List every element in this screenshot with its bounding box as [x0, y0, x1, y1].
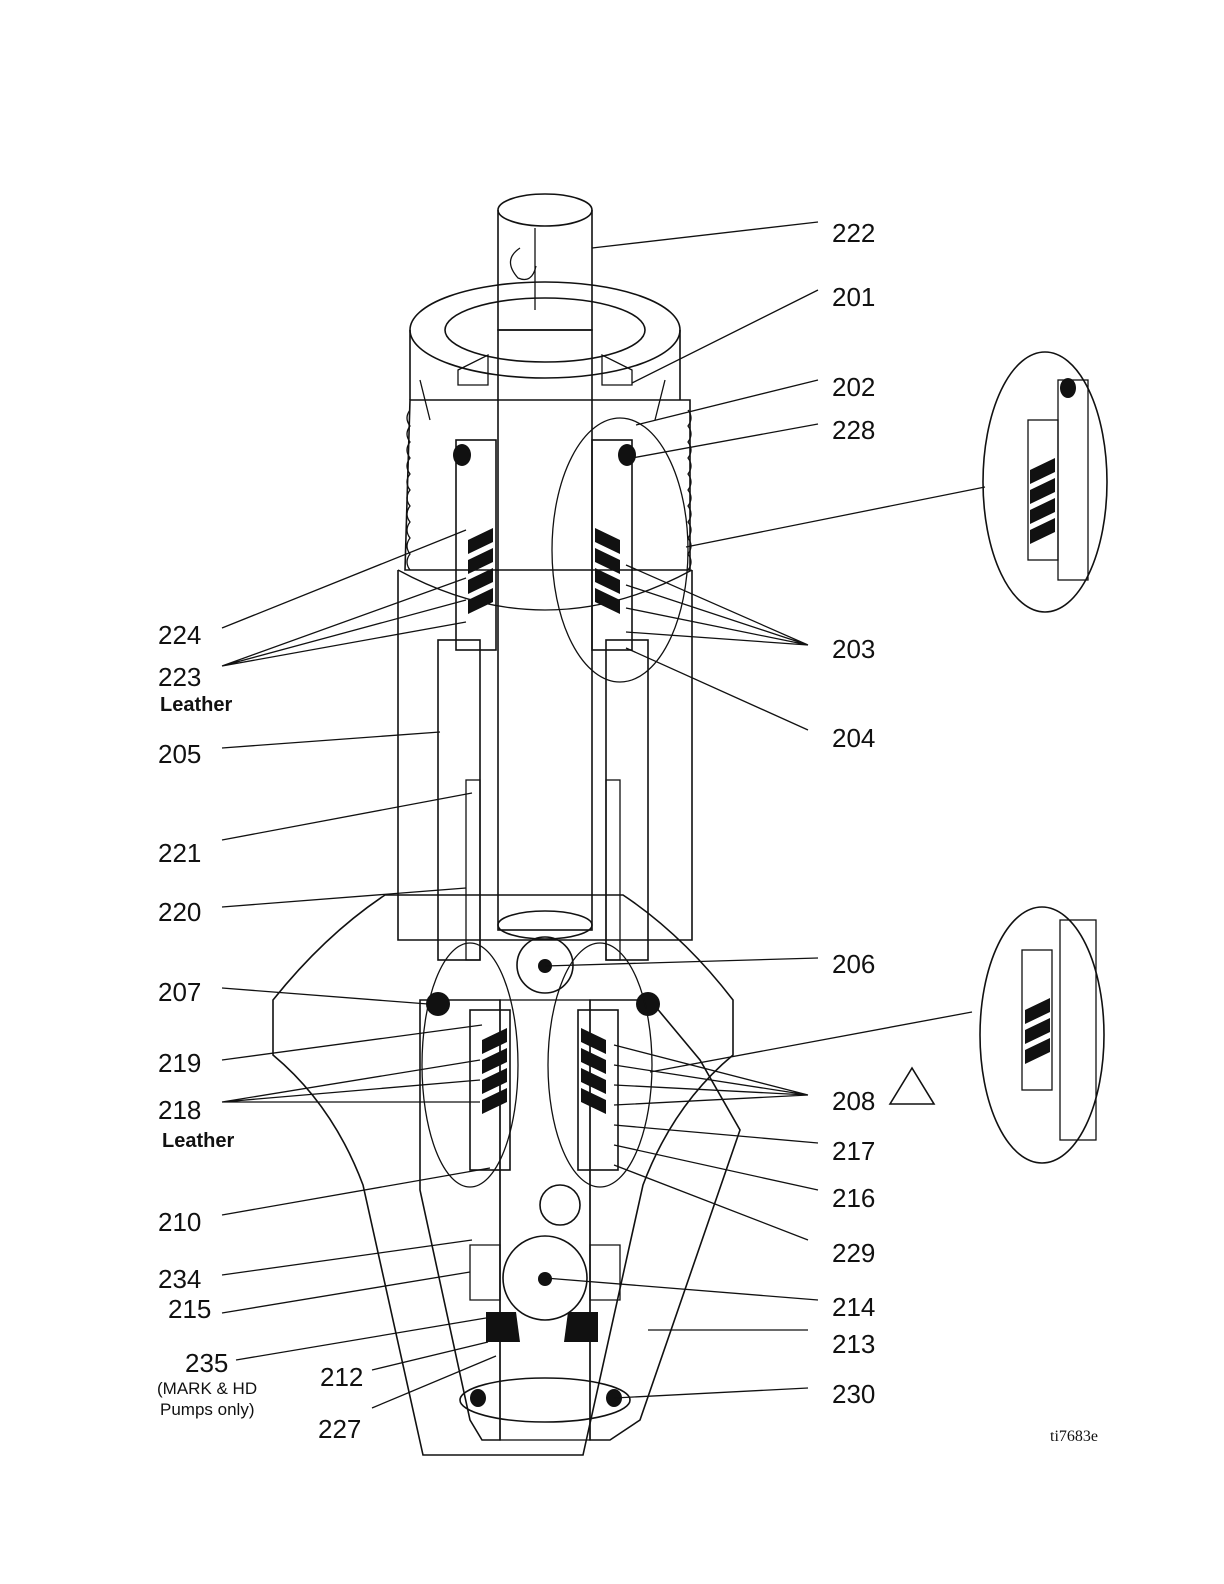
callout-228: 228: [832, 415, 875, 445]
callout-202: 202: [832, 372, 875, 402]
callout-numbers: 222 201 202 228 203 204 224 223 Leather …: [157, 218, 1098, 1445]
leather-note-218: Leather: [162, 1130, 234, 1152]
callout-201: 201: [832, 282, 875, 312]
callout-220: 220: [158, 897, 201, 927]
callout-222: 222: [832, 218, 875, 248]
callout-210: 210: [158, 1207, 201, 1237]
mark-hd-note-line2: Pumps only): [160, 1400, 254, 1419]
callout-218: 218: [158, 1095, 201, 1125]
callout-217: 217: [832, 1136, 875, 1166]
callout-208: 208: [832, 1086, 875, 1116]
leather-note-223: Leather: [160, 694, 232, 716]
callout-203: 203: [832, 634, 875, 664]
figure-id: ti7683e: [1050, 1428, 1098, 1445]
pump-artwork: [273, 194, 740, 1455]
detail-inset-lower: [980, 907, 1104, 1163]
intake-seat: [460, 1245, 630, 1422]
callout-223: 223: [158, 662, 201, 692]
callout-205: 205: [158, 739, 201, 769]
callout-204: 204: [832, 723, 875, 753]
displacement-rod: [498, 194, 592, 330]
callout-214: 214: [832, 1292, 875, 1322]
detail-inset-upper: [983, 352, 1107, 612]
check-balls: [503, 937, 587, 1320]
callout-235: 235: [185, 1348, 228, 1378]
callout-212: 212: [320, 1362, 363, 1392]
threaded-housing: [405, 400, 691, 570]
callout-213: 213: [832, 1329, 875, 1359]
callout-229: 229: [832, 1238, 875, 1268]
callout-230: 230: [832, 1379, 875, 1409]
callout-216: 216: [832, 1183, 875, 1213]
callout-234: 234: [158, 1264, 201, 1294]
callout-206: 206: [832, 949, 875, 979]
callout-224: 224: [158, 620, 201, 650]
callout-219: 219: [158, 1048, 201, 1078]
callout-227: 227: [318, 1414, 361, 1444]
cutaway-walls: [438, 330, 648, 960]
callout-207: 207: [158, 977, 201, 1007]
callout-215: 215: [168, 1294, 211, 1324]
callout-221: 221: [158, 838, 201, 868]
mark-hd-note-line1: (MARK & HD: [157, 1379, 257, 1398]
warning-triangle-icon: [890, 1068, 934, 1104]
